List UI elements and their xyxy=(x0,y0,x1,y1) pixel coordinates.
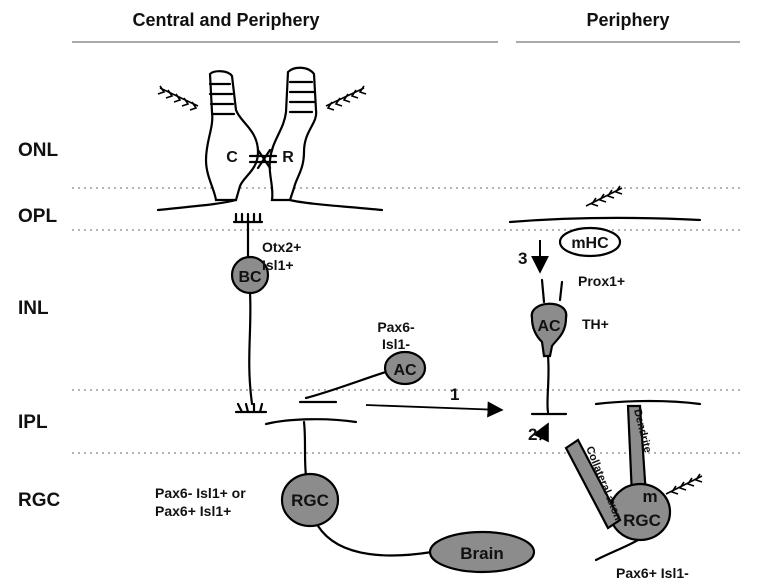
light-arrow-opl xyxy=(586,186,622,206)
cone-label: C xyxy=(226,149,238,166)
bc-marker-2: Isl1+ xyxy=(262,257,294,273)
rgc-left-label: RGC xyxy=(291,491,329,510)
amacrine-right-label: AC xyxy=(537,318,561,335)
ac-marker-1: Pax6- xyxy=(377,319,415,335)
mhc-marker: Prox1+ xyxy=(578,273,625,289)
light-arrow-mrgc xyxy=(666,474,702,494)
mrgc-m-label: m xyxy=(642,487,657,506)
amacrine-cell-right: AC xyxy=(532,280,567,414)
bc-marker-1: Otx2+ xyxy=(262,239,301,255)
layer-inl: INL xyxy=(18,298,49,319)
arrow-1 xyxy=(366,405,502,410)
rgc-marker-2: Pax6+ Isl1+ xyxy=(155,503,231,519)
rod-photoreceptor: R xyxy=(270,68,317,200)
th-marker: TH+ xyxy=(582,316,609,332)
layer-onl: ONL xyxy=(18,140,59,161)
header-central-periphery: Central and Periphery xyxy=(132,10,319,30)
arrow-3-label: 3 xyxy=(518,249,527,268)
layer-ipl: IPL xyxy=(18,412,48,433)
rod-label: R xyxy=(282,149,294,166)
rgc-marker-1: Pax6- Isl1+ or xyxy=(155,485,246,501)
mrgc-marker: Pax6+ Isl1- xyxy=(616,565,689,581)
layer-rgc: RGC xyxy=(18,490,61,511)
mrgc-rgc-label: RGC xyxy=(623,511,661,530)
brain-label: Brain xyxy=(460,544,503,563)
arrow-1-label: 1 xyxy=(450,385,459,404)
cone-photoreceptor: C xyxy=(206,71,258,200)
mhc-label: mHC xyxy=(571,235,609,252)
light-arrow-right xyxy=(326,86,366,110)
layer-opl: OPL xyxy=(18,206,57,227)
amacrine-cell-left: AC xyxy=(300,352,425,402)
light-arrow-left xyxy=(158,86,198,110)
photoreceptor-terminals xyxy=(158,200,382,210)
horizontal-cell-mhc: mHC xyxy=(510,218,700,256)
arrow-2 xyxy=(540,424,548,440)
arrow-2-label: 2 xyxy=(528,425,537,444)
header-periphery: Periphery xyxy=(586,10,669,30)
rgc-left: RGC xyxy=(266,419,432,555)
amacrine-left-label: AC xyxy=(393,362,417,379)
rgc-melanopsin: m RGC xyxy=(566,401,700,560)
ac-marker-2: Isl1- xyxy=(382,336,410,352)
brain: Brain xyxy=(430,532,534,572)
bipolar-label: BC xyxy=(238,269,262,286)
